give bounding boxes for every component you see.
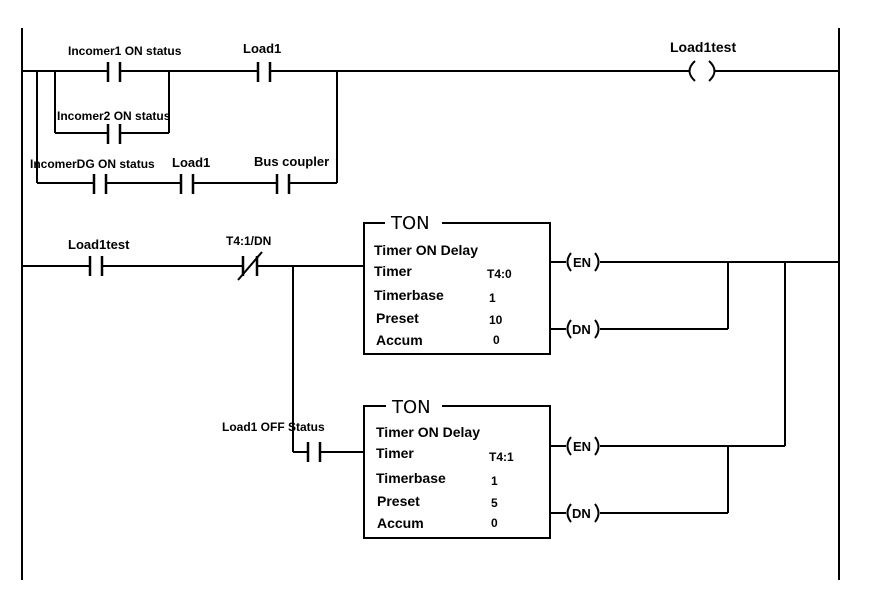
label-incomer2: Incomer2 ON status (57, 109, 171, 123)
label-load1test: Load1test (68, 237, 130, 252)
label-bus-coupler: Bus coupler (254, 154, 329, 169)
timer1-accum-label: Accum (376, 332, 423, 348)
timer2-timebase-value: 1 (491, 474, 498, 488)
label-load1-off: Load1 OFF Status (222, 420, 325, 434)
timer1-timer-label: Timer (374, 263, 412, 279)
contact-incomer1[interactable] (106, 62, 122, 82)
timer1-title: TON (390, 213, 430, 234)
timer1-accum-value: 0 (493, 333, 500, 347)
rung-2: TON Timer ON Delay Timer T4:0 Timerbase … (22, 213, 839, 539)
label-incomerdg: IncomerDG ON status (30, 157, 155, 171)
contact-load1-b[interactable] (179, 174, 195, 194)
timer1-en-output[interactable]: EN (566, 252, 600, 272)
timer2-timebase-label: Timerbase (376, 470, 446, 486)
contact-incomerdg[interactable] (92, 174, 108, 194)
label-incomer1: Incomer1 ON status (68, 44, 182, 58)
timer2-timer-label: Timer (376, 445, 414, 461)
timer1-preset-label: Preset (376, 310, 419, 326)
rung-1: Incomer1 ON status Load1 Incomer2 ON sta… (22, 39, 839, 194)
timer2-accum-value: 0 (491, 516, 498, 530)
timer2-en-output[interactable]: EN (566, 436, 600, 456)
timer1-timebase-value: 1 (489, 291, 496, 305)
contact-load1-off[interactable] (306, 442, 322, 462)
timer2-preset-label: Preset (377, 493, 420, 509)
timer2-header: Timer ON Delay (376, 424, 480, 440)
timer2-dn-label: DN (572, 506, 591, 521)
timer1-dn-label: DN (572, 322, 591, 337)
timer1-timer-value: T4:0 (487, 267, 512, 281)
timer2-en-label: EN (573, 439, 591, 454)
timer1-preset-value: 10 (489, 313, 503, 327)
coil-load1test[interactable] (688, 60, 716, 82)
timer2-preset-value: 5 (491, 496, 498, 510)
timer-block-t40[interactable]: TON Timer ON Delay Timer T4:0 Timerbase … (363, 213, 551, 355)
contact-load1[interactable] (256, 62, 272, 82)
timer1-dn-output[interactable]: DN (566, 319, 600, 339)
contact-bus-coupler[interactable] (275, 174, 291, 194)
timer2-dn-output[interactable]: DN (566, 503, 600, 523)
timer2-accum-label: Accum (377, 515, 424, 531)
contact-load1test[interactable] (88, 256, 104, 276)
label-t41-dn: T4:1/DN (226, 234, 271, 248)
timer-block-t41[interactable]: TON Timer ON Delay Timer T4:1 Timerbase … (363, 397, 551, 539)
contact-incomer2[interactable] (106, 124, 122, 144)
timer1-timebase-label: Timerbase (374, 287, 444, 303)
timer2-timer-value: T4:1 (489, 450, 514, 464)
contact-t41-dn[interactable] (237, 251, 263, 281)
label-coil-load1test: Load1test (670, 39, 736, 55)
timer1-en-label: EN (573, 255, 591, 270)
label-load1: Load1 (243, 41, 281, 56)
timer2-title: TON (391, 397, 431, 418)
label-load1-b: Load1 (172, 155, 210, 170)
timer1-header: Timer ON Delay (374, 242, 478, 258)
